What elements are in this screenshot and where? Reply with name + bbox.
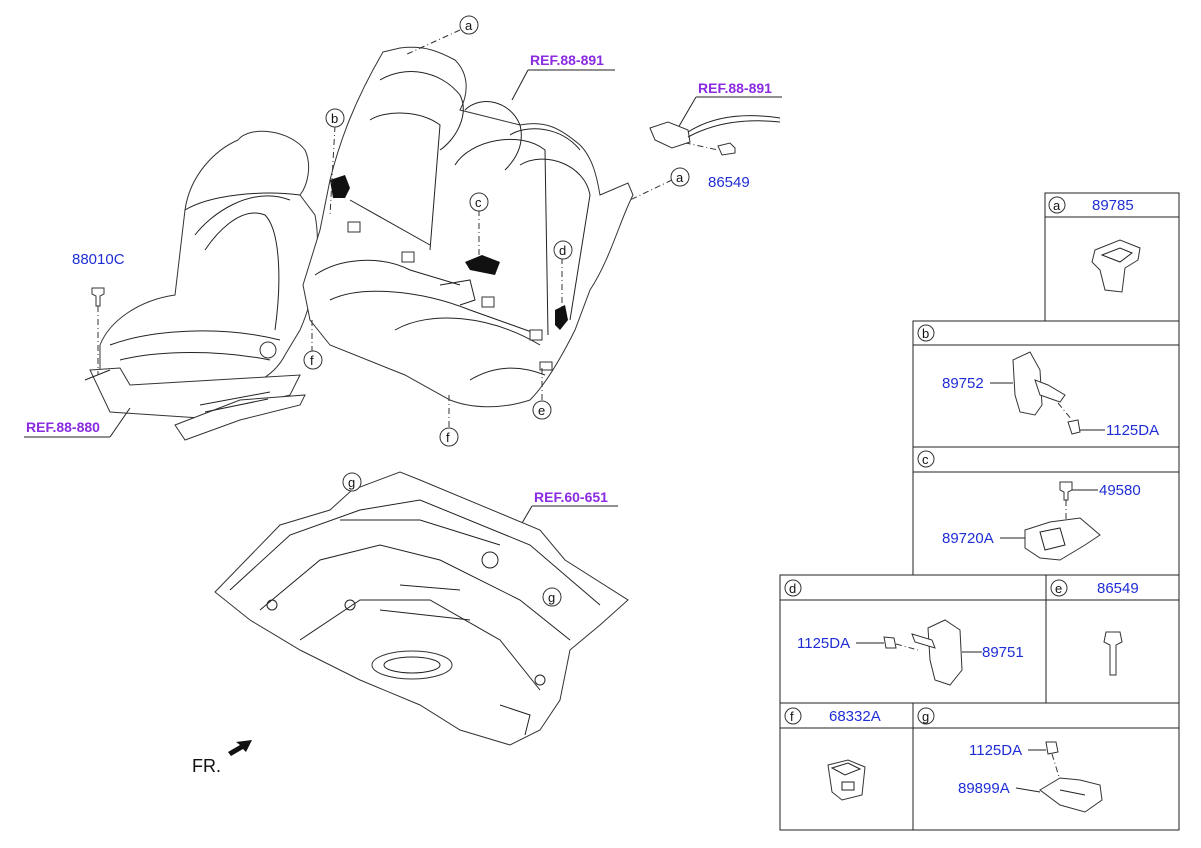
box-letter: c <box>922 452 929 467</box>
detail-box-c: c 49580 89720A <box>912 446 1180 576</box>
callout-d: d <box>553 240 573 260</box>
part-label-89752: 89752 <box>942 375 984 392</box>
callout-b: b <box>325 108 345 128</box>
part-label-1125da-d: 1125DA <box>797 635 850 652</box>
part-label-89785: 89785 <box>1092 197 1134 214</box>
callout-f-upper: f <box>303 350 323 370</box>
bolt-88010c <box>91 287 105 375</box>
part-label-89751: 89751 <box>982 644 1024 661</box>
callout-g-lower: g <box>542 587 562 607</box>
callout-f-lower: f <box>439 427 459 447</box>
ref-label-front-seat: REF.88-880 <box>26 419 100 435</box>
bracket-d <box>555 305 568 330</box>
callout-e: e <box>532 400 552 420</box>
callout-c: c <box>469 192 489 212</box>
part-1125da-bolt-g <box>1045 741 1059 755</box>
bracket-b <box>330 175 350 198</box>
callout-letter: g <box>348 475 355 490</box>
callout-a-right: a <box>670 167 690 187</box>
part-49580-bolt <box>1059 481 1073 501</box>
front-direction-indicator: FR. <box>192 740 252 776</box>
part-68332a-plug <box>827 759 866 801</box>
rear-seat <box>302 46 634 408</box>
callout-letter: d <box>559 243 566 258</box>
part-89899a-bracket <box>1039 777 1103 813</box>
floor-panel <box>214 471 629 746</box>
detail-box-d: d 1125DA 89751 <box>779 574 1047 704</box>
part-89751-bracket <box>911 619 963 686</box>
box-letter: e <box>1055 581 1062 596</box>
callout-letter: f <box>446 430 450 445</box>
detail-box-a: a 89785 <box>1044 192 1180 322</box>
ref-label-floor: REF.60-651 <box>534 489 608 505</box>
part-label-1125da-g: 1125DA <box>969 742 1022 759</box>
callout-g-upper: g <box>342 472 362 492</box>
detail-box-b: b 89752 1125DA <box>912 320 1180 448</box>
box-letter: d <box>789 581 796 596</box>
front-label: FR. <box>192 756 221 776</box>
part-1125da-bolt-d <box>883 636 897 649</box>
part-label-88010c: 88010C <box>72 251 125 268</box>
part-86549-bolt <box>1103 631 1123 676</box>
ref-label-seatback: REF.88-891 <box>530 52 604 68</box>
seatback-latch-cable <box>649 115 781 156</box>
front-seat <box>84 130 318 441</box>
part-label-86549-main: 86549 <box>708 174 750 191</box>
callout-letter: a <box>465 18 473 33</box>
box-letter: f <box>790 709 794 724</box>
part-89720a-bracket <box>1024 517 1101 561</box>
part-label-86549-box: 86549 <box>1097 580 1139 597</box>
callout-letter: g <box>548 590 555 605</box>
detail-box-e: e 86549 <box>1045 574 1180 704</box>
callout-letter: f <box>310 353 314 368</box>
ref-label-cable: REF.88-891 <box>698 80 772 96</box>
callout-letter: a <box>676 170 684 185</box>
box-letter: b <box>922 326 929 341</box>
detail-box-f: f 68332A <box>779 702 914 831</box>
callout-leaders <box>311 29 719 650</box>
bracket-c <box>465 255 500 275</box>
part-label-89899a: 89899A <box>958 780 1010 797</box>
callout-letter: b <box>331 111 338 126</box>
part-label-49580: 49580 <box>1099 482 1141 499</box>
callout-a-top: a <box>459 15 479 35</box>
box-letter: a <box>1053 198 1061 213</box>
callout-letter: e <box>538 403 545 418</box>
detail-box-g: g 1125DA 89899A <box>912 702 1180 831</box>
part-89785-clip <box>1091 239 1141 293</box>
part-label-89720a: 89720A <box>942 530 994 547</box>
callout-letter: c <box>475 195 482 210</box>
part-label-68332a: 68332A <box>829 708 881 725</box>
part-1125da-bolt-b <box>1067 419 1081 435</box>
part-89752-bracket <box>1012 351 1066 416</box>
box-letter: g <box>922 709 929 724</box>
part-label-1125da-b: 1125DA <box>1106 422 1159 439</box>
